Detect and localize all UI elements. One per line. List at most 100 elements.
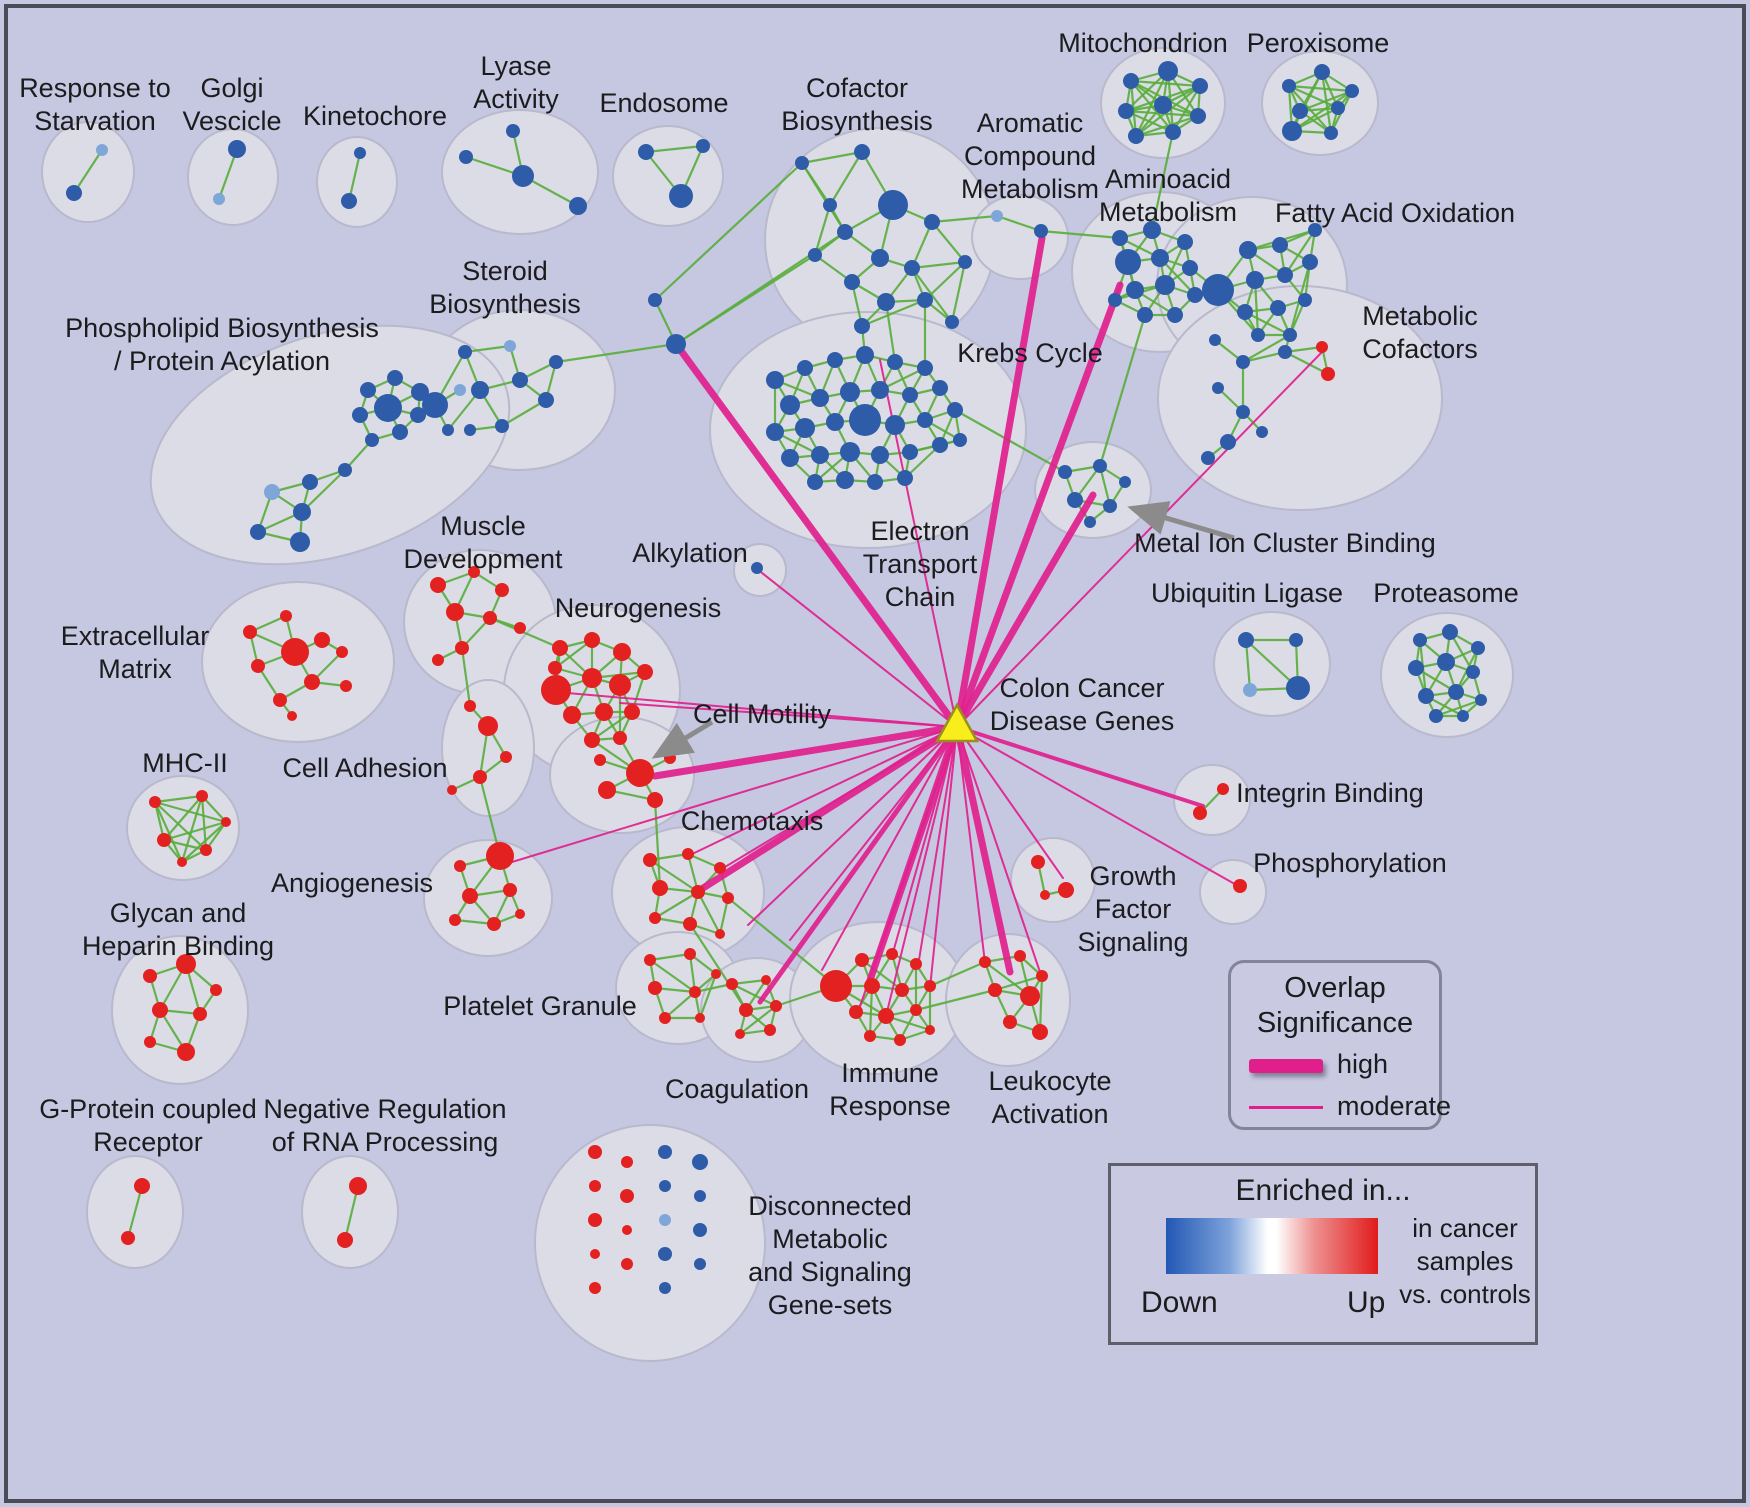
gene-set-node — [867, 474, 883, 490]
gene-set-node — [854, 144, 870, 160]
gene-set-edge — [996, 214, 1042, 233]
gene-set-node — [281, 638, 309, 666]
high-significance-swatch — [1249, 1059, 1323, 1073]
gene-set-node — [1331, 101, 1345, 115]
gene-set-node — [1298, 293, 1312, 307]
gene-set-edge — [1242, 350, 1286, 364]
gene-set-node — [945, 315, 959, 329]
gene-set-node — [609, 674, 631, 696]
gene-set-node — [659, 1214, 671, 1226]
phosphorylation-cluster — [1199, 859, 1267, 925]
gene-set-edge — [464, 344, 511, 354]
gene-set-node — [250, 524, 266, 540]
gene-set-node — [770, 1000, 782, 1012]
gene-set-node — [149, 796, 161, 808]
gene-set-node — [735, 1029, 745, 1039]
gene-set-node — [449, 914, 461, 926]
label-coagulation: Coagulation — [665, 1074, 809, 1104]
gene-set-node — [464, 700, 476, 712]
gene-set-node — [1246, 271, 1264, 289]
cell-adhesion-cluster — [441, 679, 535, 817]
gene-set-edge — [153, 801, 184, 863]
gene-set-node — [1345, 84, 1359, 98]
gene-set-node — [726, 978, 738, 990]
label-mitochondrion: Mitochondrion — [1058, 28, 1228, 58]
gene-set-node — [1115, 249, 1141, 275]
significance-link-high — [757, 724, 960, 1005]
gene-set-edge — [653, 799, 662, 889]
gene-set-edge — [501, 399, 547, 427]
gene-set-node — [864, 978, 880, 994]
gene-set-node — [1103, 499, 1117, 513]
gene-set-node — [454, 860, 466, 872]
gene-set-node — [563, 706, 581, 724]
gene-set-node — [1093, 459, 1107, 473]
moderate-significance-label: moderate — [1337, 1091, 1452, 1121]
gene-set-node — [902, 444, 918, 460]
gene-set-node — [924, 980, 936, 992]
gene-set-node — [925, 1025, 935, 1035]
gene-set-node — [1154, 96, 1172, 114]
gene-set-node — [694, 1258, 706, 1270]
gene-set-edge — [1040, 229, 1121, 240]
gene-set-node — [1321, 367, 1335, 381]
gene-set-node — [917, 360, 933, 376]
gene-set-node — [1272, 237, 1288, 253]
gene-set-node — [144, 1036, 156, 1048]
gene-set-edge — [801, 150, 863, 165]
significance-link-moderate — [956, 726, 986, 964]
gene-set-node — [1292, 103, 1308, 119]
gene-set-node — [228, 140, 246, 158]
gene-set-node — [1413, 633, 1427, 647]
gene-set-node — [797, 360, 813, 376]
gene-set-node — [387, 370, 403, 386]
gene-set-node — [458, 345, 472, 359]
gene-set-node — [1466, 665, 1480, 679]
gene-set-node — [504, 340, 516, 352]
significance-link-moderate — [955, 725, 1205, 808]
gene-set-node — [638, 144, 654, 160]
gene-set-node — [374, 394, 402, 422]
gene-set-node — [840, 442, 860, 462]
gene-set-node — [695, 1013, 705, 1023]
gene-set-node — [1220, 434, 1236, 450]
gene-set-node — [887, 354, 903, 370]
gene-set-node — [827, 352, 843, 368]
gene-set-edge — [1291, 90, 1353, 132]
kinetochore-cluster — [316, 136, 398, 228]
gene-set-node — [584, 732, 600, 748]
negative-regulation-rna-cluster — [301, 1155, 399, 1269]
gene-set-edge — [911, 260, 966, 270]
gene-set-node — [512, 165, 534, 187]
gene-set-node — [1118, 103, 1134, 119]
gene-set-edge — [1172, 85, 1201, 133]
gene-set-node — [512, 372, 528, 388]
label-fatty-acid-oxidation: Fatty Acid Oxidation — [1275, 198, 1515, 228]
gene-set-node — [894, 1034, 906, 1046]
gene-set-node — [1277, 267, 1293, 283]
gene-set-node — [1192, 78, 1208, 94]
gene-set-node — [836, 471, 854, 489]
gene-set-node — [96, 144, 108, 156]
high-significance-label: high — [1337, 1049, 1389, 1079]
gene-set-node — [622, 1225, 632, 1235]
gene-set-node — [1236, 405, 1250, 419]
gene-set-node — [648, 293, 662, 307]
gene-set-edge — [460, 647, 472, 707]
gene-set-node — [455, 641, 469, 655]
enrichment-up-label: Up — [1347, 1286, 1386, 1319]
gene-set-node — [506, 124, 520, 138]
gene-set-node — [594, 754, 606, 766]
gene-set-node — [715, 929, 725, 939]
gene-set-edge — [654, 891, 699, 919]
gene-set-node — [871, 446, 889, 464]
gene-set-node — [620, 1189, 634, 1203]
gene-set-edge — [1288, 84, 1353, 93]
gene-set-node — [1236, 355, 1250, 369]
gene-set-edge — [675, 254, 816, 345]
enrichment-note-line1: in cancer — [1412, 1213, 1518, 1243]
enrichment-legend-title: Enriched in... — [1235, 1174, 1411, 1207]
